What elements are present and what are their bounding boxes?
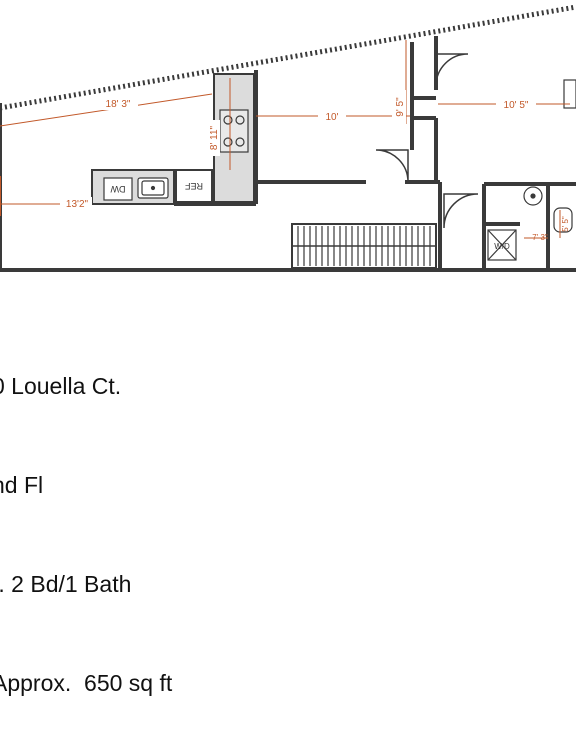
dim-bath-depth: 5' 5" <box>561 216 570 232</box>
dishwasher-icon <box>103 177 133 201</box>
washer-dryer-label: W/D <box>494 242 510 251</box>
doors <box>375 53 479 229</box>
dim-bedroom-width: 10' <box>325 112 338 123</box>
sink-icon <box>137 177 169 199</box>
kitchen: DW REF <box>91 73 255 205</box>
bath-door <box>443 193 479 229</box>
dim-hall-depth: 9' 5" <box>395 97 406 117</box>
bedroom2-door <box>435 53 469 87</box>
toilet-icon <box>553 207 573 233</box>
refrigerator-label: REF <box>184 181 203 191</box>
sloped-roof-wall <box>0 4 576 111</box>
refrigerator-icon <box>175 169 213 203</box>
dim-kitchen-depth: 8' 11" <box>209 125 220 150</box>
dim-bath-width: 7' 3" <box>532 233 548 242</box>
listing-caption: 0 Louella Ct. nd Fl r. 2 Bd/1 Bath Appro… <box>0 304 172 733</box>
staircase <box>291 223 437 269</box>
outer-walls <box>0 4 576 272</box>
interior-walls <box>174 36 576 270</box>
stove-icon <box>219 109 249 153</box>
dim-bedroom2-width: 10' 5" <box>504 100 529 111</box>
units-line: r. 2 Bd/1 Bath <box>0 571 132 597</box>
fridge2-icon <box>563 79 576 109</box>
dim-kitchen-width: 13'2" <box>66 199 89 210</box>
floor-plan: DW REF W/D 18' 3" 13'2" 10' 10' 5" 9' <box>0 4 576 272</box>
address-line: 0 Louella Ct. <box>0 373 122 399</box>
dim-living-width: 18' 3" <box>106 99 131 110</box>
bedroom-door <box>375 149 409 183</box>
dimension-labels: 18' 3" 13'2" 10' 10' 5" 9' 5" 8' 11" 7' … <box>60 90 570 242</box>
floor-line: nd Fl <box>0 472 44 498</box>
area-line: Approx. 650 sq ft <box>0 670 173 696</box>
dishwasher-label: DW <box>110 184 125 194</box>
bath-fixtures <box>487 79 576 261</box>
